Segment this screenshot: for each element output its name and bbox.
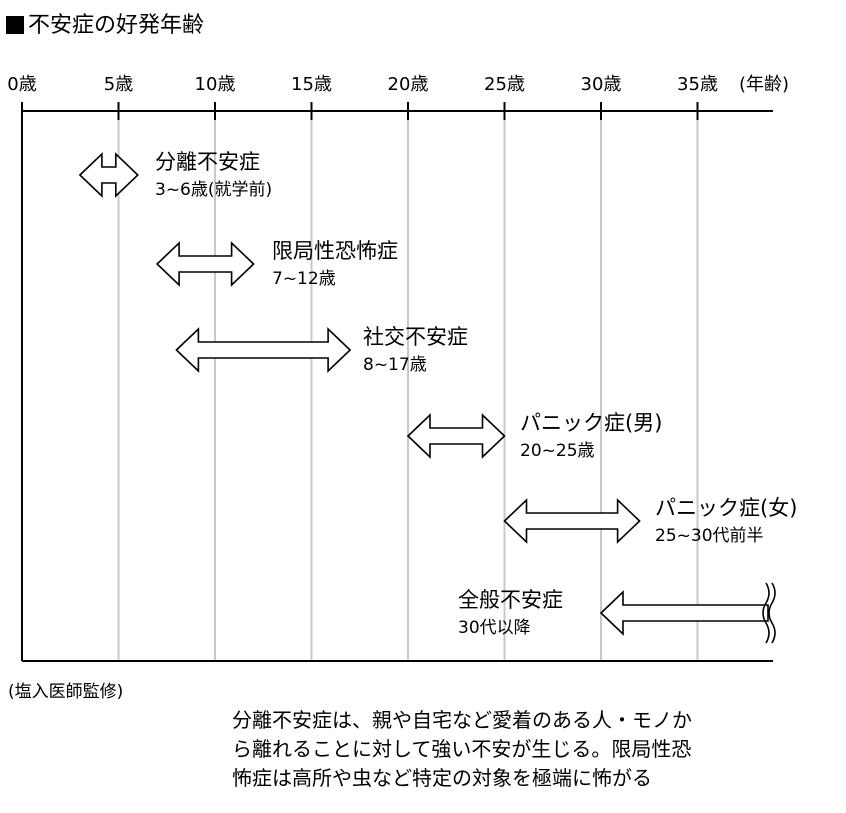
x-axis-unit-label: (年齢) — [739, 74, 789, 95]
tick-label: 5歳 — [104, 74, 133, 95]
range-label: 3~6歳(就学前) — [155, 180, 272, 200]
chart-canvas: 0歳 5歳 10歳 15歳 20歳 25歳 30歳 35歳 (年齢) 分離不安症 3~6歳(就学前)… — [7, 74, 797, 662]
range-label: 20~25歳 — [520, 441, 595, 461]
range-label: 25~30代前半 — [655, 526, 764, 546]
tick-label: 20歳 — [388, 74, 429, 95]
tick-label: 0歳 — [7, 74, 36, 95]
range-arrow — [406, 413, 506, 459]
break-mark — [768, 582, 776, 644]
tick-label: 30歳 — [581, 74, 622, 95]
range-arrow — [78, 152, 139, 198]
tick-label: 10歳 — [195, 74, 236, 95]
range-arrow — [155, 241, 255, 287]
series-name-label: パニック症(男) — [520, 411, 662, 435]
tick-label: 35歳 — [677, 74, 718, 95]
source-note: (塩入医師監修) — [8, 682, 124, 702]
chart-title: 不安症の好発年齢 — [6, 12, 204, 40]
series-name-label: 社交不安症 — [363, 325, 468, 349]
range-arrow — [175, 327, 352, 373]
series-name-label: 全般不安症 — [458, 588, 563, 612]
caption-line: 怖症は高所や虫など特定の対象を極端に怖がる — [232, 766, 652, 790]
range-label: 30代以降 — [458, 618, 531, 638]
series-name-label: パニック症(女) — [655, 496, 797, 520]
tick-label: 25歳 — [484, 74, 525, 95]
break-mark — [762, 582, 770, 644]
caption-line: ら離れることに対して強い不安が生じる。限局性恐 — [232, 737, 692, 761]
range-label: 8~17歳 — [363, 355, 427, 375]
range-arrow — [599, 590, 769, 636]
range-arrow — [503, 498, 641, 544]
range-label: 7~12歳 — [272, 269, 336, 289]
series-name-label: 限局性恐怖症 — [272, 239, 398, 263]
square-bullet-icon — [6, 16, 24, 34]
chart-title-text: 不安症の好発年齢 — [28, 13, 205, 38]
series-name-label: 分離不安症 — [155, 150, 260, 174]
caption: 分離不安症は、親や自宅など愛着のある人・モノか ら離れることに対して強い不安が生… — [232, 706, 842, 793]
caption-line: 分離不安症は、親や自宅など愛着のある人・モノか — [232, 708, 692, 732]
tick-label: 15歳 — [291, 74, 332, 95]
